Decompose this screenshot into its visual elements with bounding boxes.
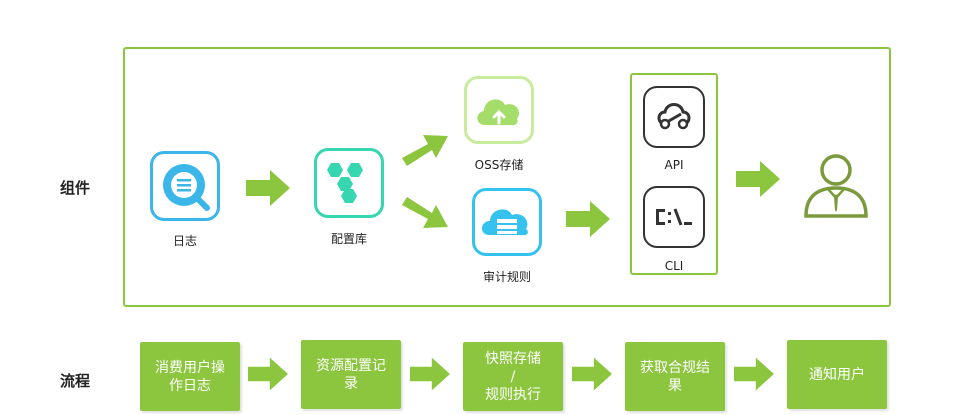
api-tile xyxy=(643,86,705,148)
row-label-components: 组件 xyxy=(60,179,91,197)
flow-step-2: 资源配置记 录 xyxy=(301,340,401,409)
magnifier-log-icon xyxy=(163,164,210,211)
flow-step-5: 通知用户 xyxy=(787,340,887,409)
api-link-icon xyxy=(657,103,691,130)
flow-step-1-line-2: 作日志 xyxy=(169,377,211,394)
log-tile xyxy=(150,151,220,221)
components-panel xyxy=(123,47,891,307)
flow-step-5-text: 通知用户 xyxy=(809,366,865,384)
flow-step-3-line-3: 规则执行 xyxy=(485,386,541,403)
arrow-right-icon xyxy=(736,161,780,197)
flow-step-3-line-2: / xyxy=(510,368,516,385)
hexagon-cluster-icon xyxy=(327,163,363,203)
row-label-flow: 流程 xyxy=(60,372,91,390)
oss-label: OSS存储 xyxy=(474,158,524,172)
arrow-right-icon xyxy=(246,170,290,206)
oss-tile xyxy=(464,76,534,144)
cloud-server-icon xyxy=(481,209,528,236)
audit-tile xyxy=(472,188,542,256)
flow-step-4-text: 获取合规结 果 xyxy=(640,359,710,395)
api-label: API xyxy=(664,158,684,172)
flow-step-2-text: 资源配置记 录 xyxy=(316,357,386,393)
flow-step-2-line-1: 资源配置记 xyxy=(316,357,386,374)
flow-step-4-line-1: 获取合规结 xyxy=(640,359,710,376)
audit-label: 审计规则 xyxy=(482,270,531,284)
log-label: 日志 xyxy=(172,234,197,248)
flow-step-5-line-1: 通知用户 xyxy=(809,366,865,383)
cli-tile xyxy=(643,186,705,248)
flow-step-3-line-1: 快照存储 xyxy=(485,350,541,367)
arrow-right-icon xyxy=(572,357,612,391)
arrow-down-right-icon xyxy=(402,197,448,228)
cloud-upload-icon xyxy=(477,99,520,126)
cli-label: CLI xyxy=(664,259,684,273)
flow-step-2-line-2: 录 xyxy=(344,375,358,392)
flow-step-1: 消费用户操 作日志 xyxy=(140,342,240,411)
user-icon xyxy=(804,154,868,218)
terminal-icon xyxy=(656,208,692,226)
flow-step-4-line-2: 果 xyxy=(668,377,682,394)
arrow-right-icon xyxy=(566,201,610,237)
flow-step-3: 快照存储 / 规则执行 xyxy=(463,342,563,411)
flow-step-1-line-1: 消费用户操 xyxy=(155,359,225,376)
config-label: 配置库 xyxy=(330,232,367,246)
config-tile xyxy=(314,148,384,218)
arrow-up-right-icon xyxy=(402,135,448,166)
arrow-right-icon xyxy=(410,357,450,391)
flow-step-4: 获取合规结 果 xyxy=(625,342,725,411)
arrow-right-icon xyxy=(248,357,288,391)
arrow-right-icon xyxy=(734,357,774,391)
api-cli-box xyxy=(630,73,718,275)
flow-step-3-text: 快照存储 / 规则执行 xyxy=(485,350,541,404)
flow-step-1-text: 消费用户操 作日志 xyxy=(155,359,225,395)
